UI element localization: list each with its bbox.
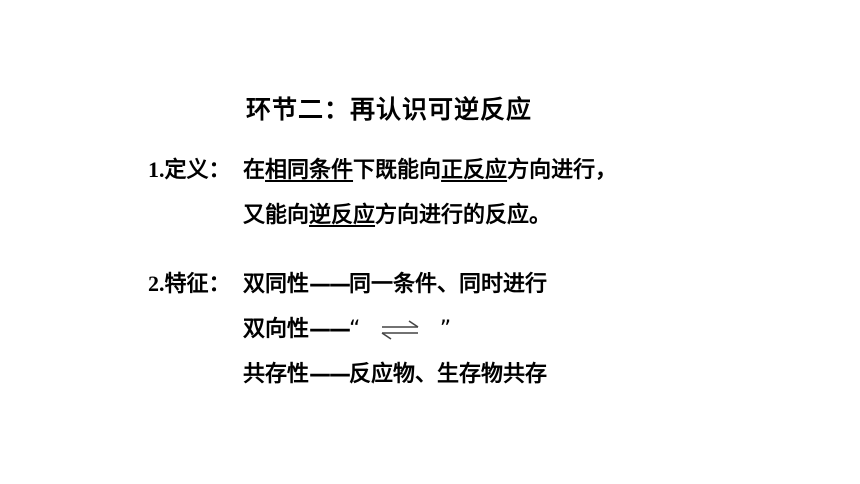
definition-text: 方向进行的反应。 xyxy=(375,203,552,228)
keyword-forward-reaction: 正反应 xyxy=(441,158,508,183)
close-quote: ” xyxy=(439,317,452,342)
definition-line-2: 又能向逆反应方向进行的反应。 xyxy=(243,197,551,229)
definition-text: 方向进行， xyxy=(507,158,618,183)
definition-label-text: 定义： xyxy=(164,158,231,183)
features-label-text: 特征： xyxy=(164,272,231,297)
definition-number: 1. xyxy=(148,157,165,182)
page-title: 环节二：再认识可逆反应 xyxy=(246,95,533,124)
features-number: 2. xyxy=(148,271,165,296)
feature-item-bidirectional: 双向性——“ ” xyxy=(243,311,451,343)
feature-name: 共存性 xyxy=(243,362,310,387)
definition-text: 在 xyxy=(243,158,266,183)
reversible-arrow-icon xyxy=(381,320,419,340)
feature-desc: 同一条件、同时进行 xyxy=(349,272,548,297)
feature-name: 双向性 xyxy=(243,317,310,342)
feature-name: 双同性 xyxy=(243,272,310,297)
feature-dash: —— xyxy=(309,272,351,297)
keyword-reverse-reaction: 逆反应 xyxy=(309,203,376,228)
keyword-same-conditions: 相同条件 xyxy=(265,158,354,183)
features-label: 2.特征： xyxy=(148,266,231,298)
definition-line-1: 在相同条件下既能向正反应方向进行， xyxy=(243,152,617,184)
feature-item-same: 双同性——同一条件、同时进行 xyxy=(243,266,547,298)
feature-item-coexist: 共存性——反应物、生存物共存 xyxy=(243,356,547,388)
definition-text: 又能向 xyxy=(243,203,310,228)
open-quote: “ xyxy=(349,317,361,342)
feature-dash: —— xyxy=(309,317,351,342)
definition-label: 1.定义： xyxy=(148,152,231,184)
definition-text: 下既能向 xyxy=(353,158,442,183)
feature-dash: —— xyxy=(309,362,351,387)
feature-desc: 反应物、生存物共存 xyxy=(349,362,548,387)
